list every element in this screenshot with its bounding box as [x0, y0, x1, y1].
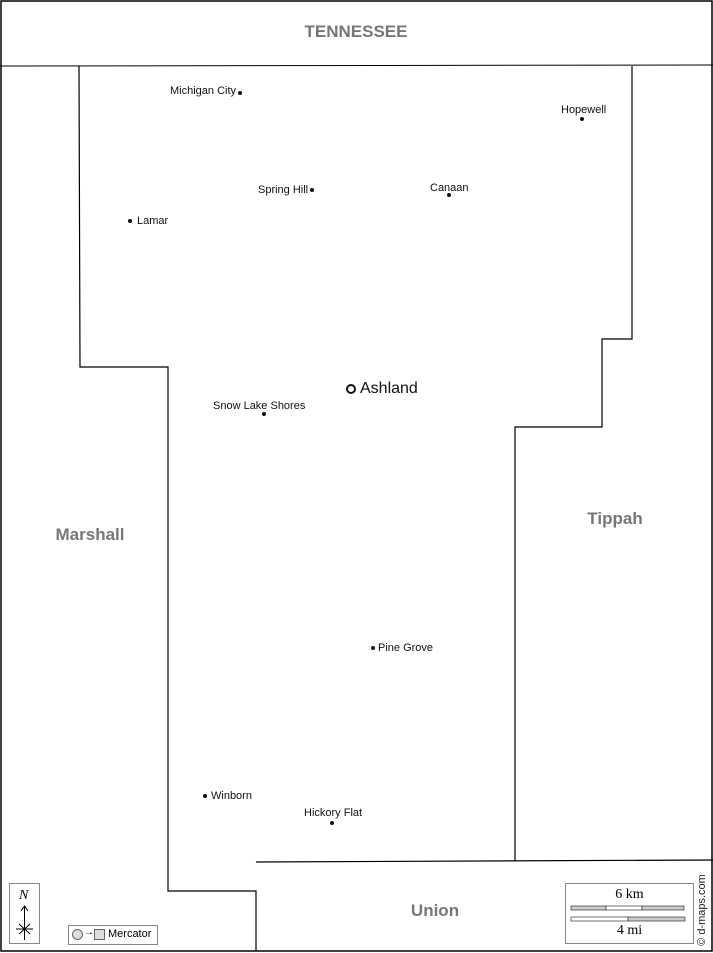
- region-label-marshall: Marshall: [55, 525, 125, 544]
- region-label-union: Union: [410, 901, 460, 920]
- county-border-west: [78, 65, 257, 951]
- town-label: Spring Hill: [258, 184, 309, 196]
- town-marker: [580, 117, 584, 121]
- region-label-tippah: Tippah: [587, 509, 643, 528]
- county-border-east: [514, 66, 633, 861]
- town-label: Canaan: [430, 182, 469, 194]
- projection-label: Mercator: [108, 928, 152, 940]
- scale-km-label: 6 km: [615, 887, 644, 902]
- county-seat-label: Ashland: [360, 380, 418, 397]
- compass-rose-icon: [16, 905, 33, 940]
- arrow-icon: →: [84, 927, 94, 938]
- scale-bars: [570, 905, 686, 922]
- town-label: Snow Lake Shores: [213, 400, 306, 412]
- town-marker: [330, 821, 334, 825]
- region-label-tennessee: TENNESSEE: [304, 22, 408, 41]
- town-marker: [310, 188, 314, 192]
- map-square-icon: [94, 929, 105, 940]
- globe-icon: [72, 929, 83, 940]
- scale-mi-label: 4 mi: [616, 923, 643, 938]
- compass-north-label: N: [19, 888, 29, 903]
- compass-box: N: [9, 883, 40, 944]
- county-seat-marker: [346, 384, 356, 394]
- town-label: Lamar: [137, 215, 169, 227]
- town-label: Winborn: [211, 790, 252, 802]
- county-border-south: [255, 859, 713, 863]
- credit-label: © d-maps.com: [696, 874, 708, 946]
- state-border: [0, 64, 713, 67]
- town-marker: [371, 646, 375, 650]
- town-label: Hopewell: [561, 104, 607, 116]
- town-marker: [203, 794, 207, 798]
- town-marker: [262, 412, 266, 416]
- scale-bar-box: 6 km 4 mi: [565, 883, 694, 944]
- town-label: Pine Grove: [378, 642, 434, 654]
- town-marker: [238, 91, 242, 95]
- town-label: Michigan City: [170, 85, 237, 97]
- projection-box: → Mercator: [68, 925, 158, 945]
- town-label: Hickory Flat: [304, 807, 363, 819]
- town-marker: [128, 219, 132, 223]
- town-marker: [447, 193, 451, 197]
